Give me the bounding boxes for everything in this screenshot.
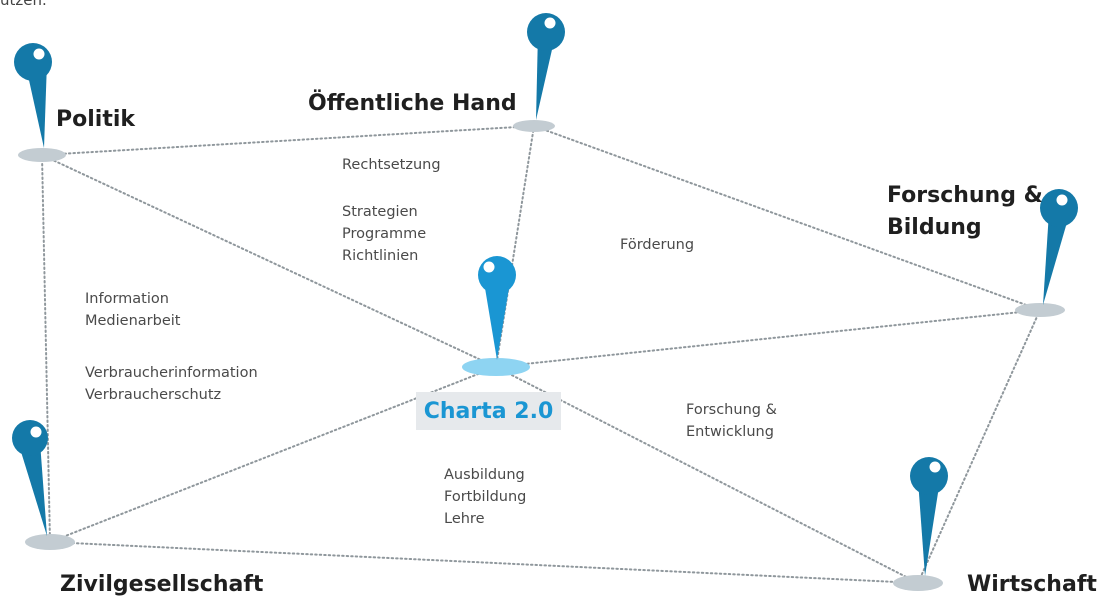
connector-line <box>41 154 497 368</box>
connector-line <box>49 366 497 543</box>
connector-line <box>41 125 535 156</box>
node-label-politik: Politik <box>56 107 136 132</box>
oeffentliche-hand-base <box>513 120 555 132</box>
relation-line: Ausbildung <box>444 467 525 483</box>
center-pin-icon <box>478 256 516 360</box>
relation-line: Rechtsetzung <box>342 157 441 173</box>
relation-line: Programme <box>342 226 427 242</box>
center-label: Charta 2.0 <box>423 398 554 424</box>
relation-label-rechtsetzung: Rechtsetzung <box>342 154 441 176</box>
relation-line: Strategien <box>342 204 418 220</box>
oeffentliche-hand-pin-icon <box>527 13 565 120</box>
politik-base <box>18 148 66 162</box>
relation-line: Richtlinien <box>342 248 419 264</box>
relation-line: Forschung & <box>686 402 777 418</box>
connector-line <box>495 309 1041 368</box>
connector-line <box>49 541 919 584</box>
node-label-zivilgesellschaft: Zivilgesellschaft <box>60 572 264 597</box>
relation-label-information: Information Medienarbeit <box>85 288 180 332</box>
relation-label-foerderung: Förderung <box>620 234 694 256</box>
relation-line: Verbraucherinformation <box>85 365 258 381</box>
node-label-forschung-bildung: Forschung & Bildung <box>887 180 1043 244</box>
forschung-pin-icon <box>1040 189 1078 305</box>
relation-label-strategien: Strategien Programme Richtlinien <box>342 201 426 267</box>
node-label-line: Bildung <box>887 215 982 240</box>
relation-line: Förderung <box>620 237 695 253</box>
node-label-wirtschaft: Wirtschaft <box>967 572 1097 597</box>
relation-line: Entwicklung <box>686 424 774 440</box>
node-label-line: Forschung & <box>887 183 1043 208</box>
center-base <box>462 358 530 376</box>
relation-line: Verbraucherschutz <box>85 387 222 403</box>
zivilgesellschaft-pin-icon <box>12 420 48 536</box>
node-label-oeffentliche-hand: Öffentliche Hand <box>308 91 517 116</box>
wirtschaft-base <box>893 575 943 591</box>
zivilgesellschaft-base <box>25 534 75 550</box>
connector-line <box>533 125 1041 311</box>
relation-line: Fortbildung <box>444 489 527 505</box>
forschung-base <box>1015 303 1065 317</box>
center-label-box: Charta 2.0 <box>416 392 561 430</box>
relation-label-forschung-entwicklung: Forschung & Entwicklung <box>686 399 777 443</box>
wirtschaft-pin-icon <box>910 457 948 576</box>
relation-label-ausbildung: Ausbildung Fortbildung Lehre <box>444 464 526 530</box>
politik-pin-icon <box>14 43 52 148</box>
connector-line <box>917 309 1041 584</box>
relation-line: Medienarbeit <box>85 313 181 329</box>
relation-line: Lehre <box>444 511 485 527</box>
relation-line: Information <box>85 291 169 307</box>
header-text-fragment: utzen. <box>0 0 47 9</box>
relation-label-verbraucher: Verbraucherinformation Verbraucherschutz <box>85 362 258 406</box>
connector-line <box>495 366 919 584</box>
connector-line <box>41 154 51 543</box>
